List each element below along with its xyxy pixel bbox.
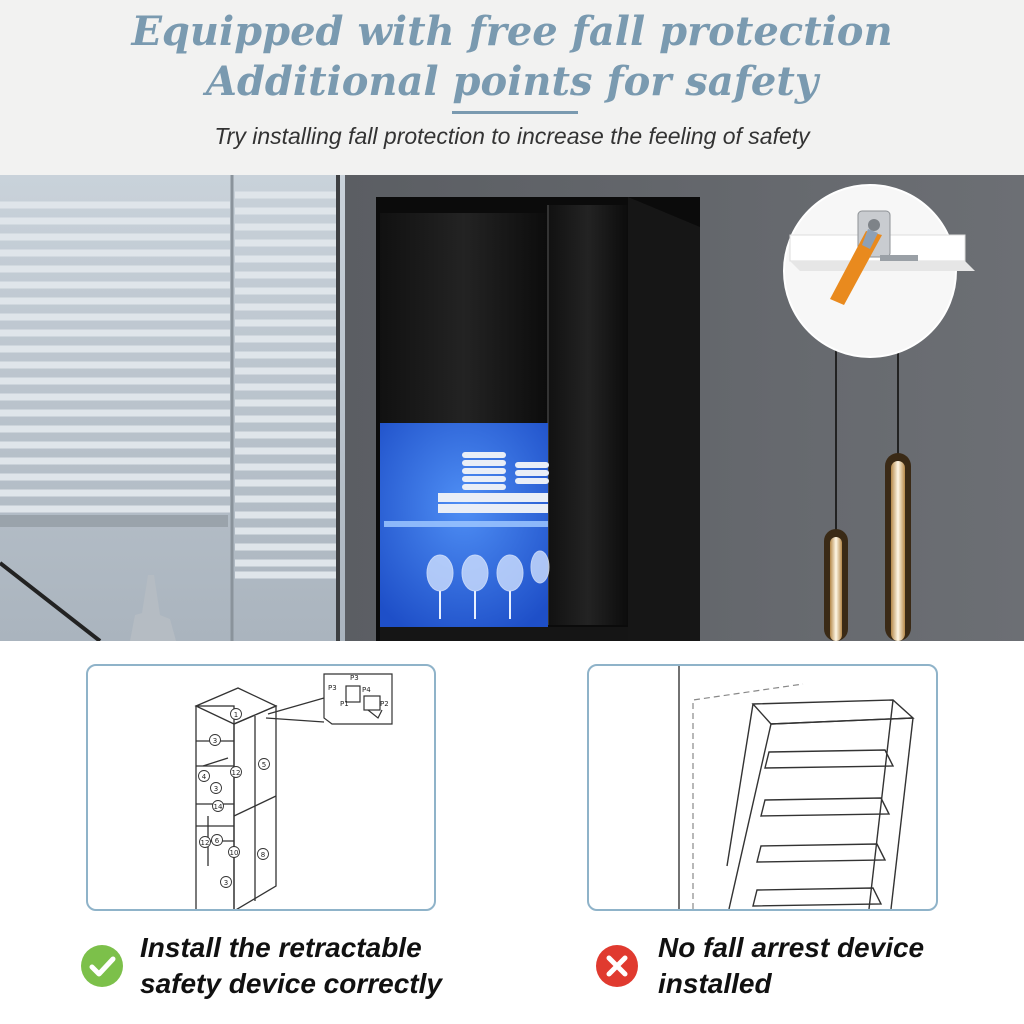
- part-number-marker: [228, 846, 240, 858]
- correct-caption-line-1: Install the retractable: [140, 932, 422, 963]
- part-number-label: 10: [230, 849, 239, 857]
- part-number-marker: [209, 734, 221, 746]
- anchor-detail-inset: [783, 184, 975, 358]
- part-number-marker: [211, 834, 223, 846]
- callout-part-label: P2: [380, 700, 389, 708]
- incorrect-caption-line-2: installed: [658, 968, 772, 999]
- part-number-label: 12: [201, 839, 210, 847]
- cross-circle-icon: [596, 945, 638, 987]
- check-circle-icon: [81, 945, 123, 987]
- callout-part-label: P3: [328, 684, 337, 692]
- correct-caption-line-2: safety device correctly: [140, 968, 442, 999]
- incorrect-caption-line-1: No fall arrest device: [658, 932, 925, 963]
- incorrect-caption: No fall arrest device installed: [658, 930, 924, 1002]
- header-banner: Equipped with free fall protection Addit…: [0, 0, 1024, 175]
- part-number-label: 5: [262, 761, 266, 769]
- part-number-label: 3: [224, 879, 228, 887]
- part-number-label: 4: [202, 773, 207, 781]
- part-number-label: 3: [213, 737, 217, 745]
- product-photo: [0, 175, 1024, 641]
- part-number-label: 1: [234, 711, 238, 719]
- callout-part-label: P4: [362, 686, 371, 694]
- part-number-label: 8: [261, 851, 265, 859]
- pendant-lamps: [824, 345, 911, 641]
- part-number-marker: [220, 876, 232, 888]
- part-number-marker: [212, 800, 224, 812]
- part-number-label: 6: [215, 837, 220, 845]
- cabinet: [376, 197, 700, 641]
- incorrect-install-diagram: [587, 664, 938, 911]
- part-number-label: 12: [232, 769, 241, 777]
- callout-part-label: P3: [350, 674, 359, 682]
- part-number-marker: [198, 770, 210, 782]
- part-number-label: 14: [214, 803, 223, 811]
- title-line-1: Equipped with free fall protection: [131, 8, 893, 55]
- part-number-marker: [230, 708, 242, 720]
- callout-part-label: P1: [340, 700, 349, 708]
- part-number-marker: [257, 848, 269, 860]
- part-number-marker: [230, 766, 242, 778]
- title-line-2: Additional points for safety: [205, 58, 819, 105]
- part-number-label: 3: [214, 785, 218, 793]
- part-number-marker: [258, 758, 270, 770]
- correct-caption: Install the retractable safety device co…: [140, 930, 442, 1002]
- part-number-marker: [210, 782, 222, 794]
- part-number-marker: [199, 836, 211, 848]
- subtitle: Try installing fall protection to increa…: [214, 123, 810, 149]
- window-blinds: [0, 191, 340, 579]
- title-underline: [452, 111, 578, 114]
